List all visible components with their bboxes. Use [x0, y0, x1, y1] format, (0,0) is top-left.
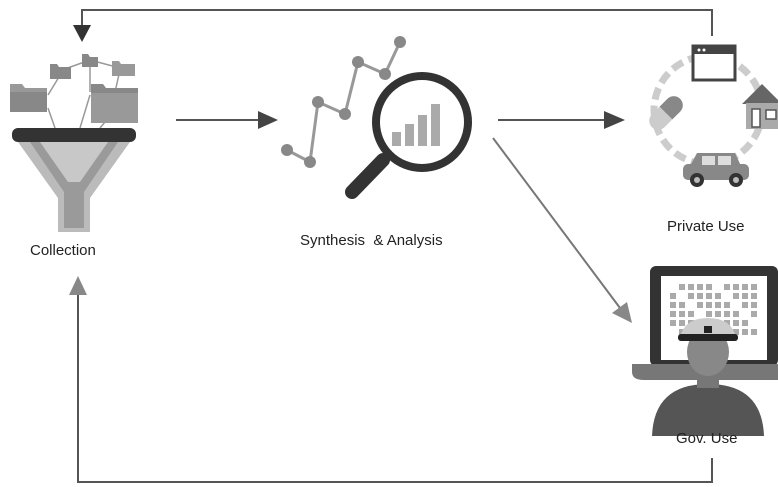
screen-data-cell — [733, 329, 739, 335]
collection-label: Collection — [30, 242, 96, 259]
screen-data-cell — [697, 302, 703, 308]
screen-data-cell — [742, 320, 748, 326]
arrow-collection-to-synthesis — [176, 111, 278, 129]
screen-data-cell — [751, 284, 757, 290]
bottom-feedback-arrow — [69, 276, 713, 483]
screen-data-cell — [724, 311, 730, 317]
screen-data-cell — [670, 293, 676, 299]
screen-data-cell — [733, 293, 739, 299]
screen-data-cell — [715, 293, 721, 299]
screen-data-cell — [751, 311, 757, 317]
browser-window-icon — [691, 44, 737, 82]
officer-laptop-icon — [632, 266, 778, 436]
private-use-cycle-icon — [649, 44, 778, 187]
screen-data-cell — [742, 302, 748, 308]
screen-data-cell — [724, 284, 730, 290]
screen-data-cell — [733, 320, 739, 326]
screen-data-cell — [670, 320, 676, 326]
house-icon — [742, 84, 778, 129]
screen-data-cell — [742, 293, 748, 299]
screen-data-cell — [679, 302, 685, 308]
top-feedback-arrow — [73, 9, 713, 42]
screen-data-cell — [733, 284, 739, 290]
screen-data-cell — [751, 293, 757, 299]
screen-data-cell — [688, 311, 694, 317]
screen-data-cell — [688, 293, 694, 299]
magnifier-analytics-icon — [281, 36, 472, 199]
screen-data-cell — [742, 284, 748, 290]
screen-data-cell — [751, 329, 757, 335]
screen-data-cell — [715, 302, 721, 308]
screen-data-cell — [742, 329, 748, 335]
screen-data-cell — [706, 293, 712, 299]
screen-data-cell — [697, 293, 703, 299]
screen-data-cell — [670, 302, 676, 308]
screen-data-cell — [679, 320, 685, 326]
arrow-synthesis-to-gov — [492, 137, 632, 323]
car-icon — [683, 153, 749, 187]
screen-data-cell — [697, 284, 703, 290]
screen-data-cell — [688, 284, 694, 290]
screen-data-cell — [706, 311, 712, 317]
screen-data-cell — [751, 302, 757, 308]
screen-data-cell — [706, 302, 712, 308]
pill-icon — [649, 96, 683, 130]
gov-use-label: Gov. Use — [676, 430, 738, 447]
screen-data-cell — [679, 311, 685, 317]
screen-data-cell — [670, 311, 676, 317]
screen-data-cell — [715, 311, 721, 317]
funnel-with-folders-icon — [10, 54, 138, 232]
screen-data-cell — [724, 302, 730, 308]
arrow-synthesis-to-private — [498, 111, 625, 129]
synthesis-label: Synthesis & Analysis — [300, 232, 443, 249]
screen-data-cell — [679, 284, 685, 290]
private-use-label: Private Use — [667, 218, 745, 235]
screen-data-cell — [706, 284, 712, 290]
screen-data-cell — [733, 311, 739, 317]
